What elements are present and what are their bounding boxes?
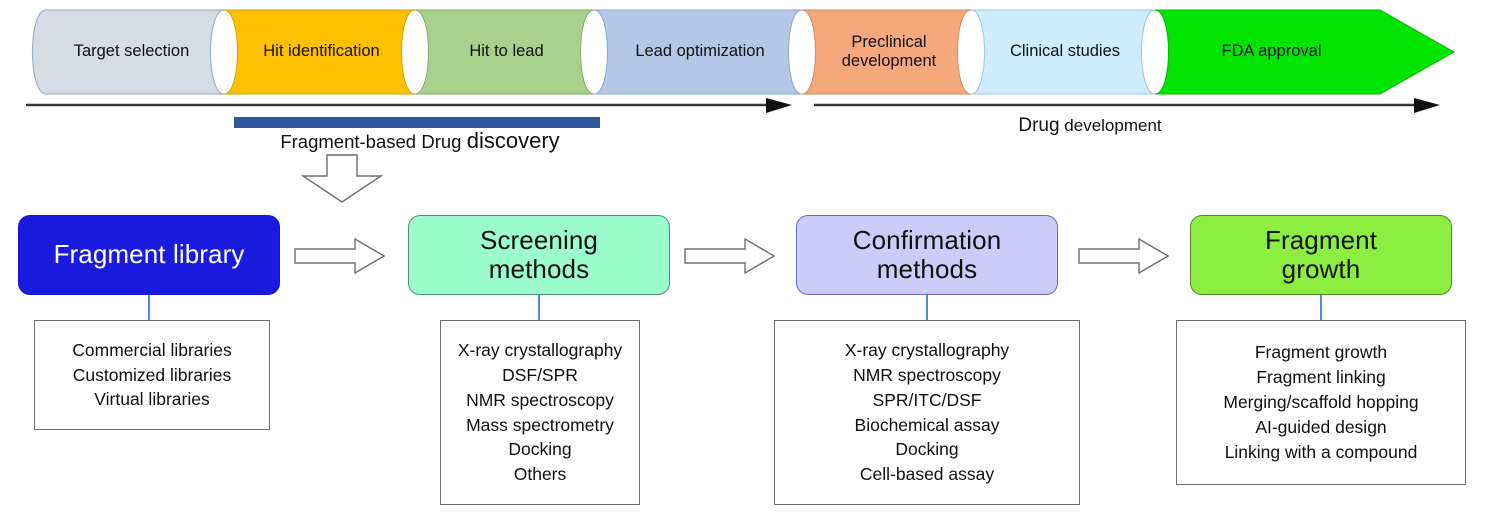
node-fragment-growth-title-line2: growth — [1281, 254, 1361, 284]
dd-label-part2: development — [1064, 116, 1162, 135]
stem-fragment-library — [148, 295, 150, 322]
detail-screening-methods: X-ray crystallography DSF/SPR NMR spectr… — [440, 320, 640, 505]
arrow-confirmation-to-growth — [1078, 237, 1170, 275]
list-item: AI-guided design — [1255, 416, 1387, 437]
node-confirmation-methods-title-line1: Confirmation — [852, 224, 1002, 255]
fbdd-label-part1: Fragment-based — [280, 131, 417, 152]
pipeline-segment-fda-approval — [1154, 9, 1456, 95]
list-item: Others — [513, 464, 567, 485]
pipeline-segment-lead-optimization — [593, 9, 803, 95]
list-item: Linking with a compound — [1224, 441, 1418, 462]
pipeline-segment-hit-identification — [223, 9, 416, 95]
list-item: Merging/scaffold hopping — [1223, 392, 1419, 413]
pipeline-segment-clinical-studies — [970, 9, 1156, 95]
phase-timeline-arrows — [24, 96, 1464, 122]
dd-label-part1: Drug — [1018, 115, 1060, 136]
fragment-based-drug-discovery-bar — [234, 117, 600, 128]
stem-screening-methods — [538, 295, 540, 322]
pipeline-segment-target-selection — [32, 9, 225, 95]
node-confirmation-methods-title-line2: methods — [876, 254, 978, 284]
node-screening-methods[interactable]: Screening methods — [408, 215, 670, 295]
stem-fragment-growth — [1320, 295, 1322, 322]
discovery-phase-arrow — [26, 98, 792, 113]
list-item: Docking — [895, 439, 959, 460]
list-item: X-ray crystallography — [844, 339, 1010, 360]
stem-confirmation-methods — [926, 295, 928, 322]
list-item: X-ray crystallography — [457, 339, 623, 360]
node-screening-methods-title-line1: Screening — [480, 224, 598, 255]
arrow-library-to-screening — [294, 237, 386, 275]
detail-confirmation-methods: X-ray crystallography NMR spectroscopy S… — [774, 320, 1080, 505]
list-item: Virtual libraries — [94, 389, 210, 410]
fbdd-label-part2: Drug — [421, 131, 462, 152]
list-item: NMR spectroscopy — [853, 364, 1001, 385]
node-confirmation-methods[interactable]: Confirmation methods — [796, 215, 1058, 295]
node-fragment-library[interactable]: Fragment library — [18, 215, 280, 295]
detail-fragment-growth: Fragment growth Fragment linking Merging… — [1176, 320, 1466, 485]
drug-discovery-pipeline-banner: Target selection Hit identification Hit … — [24, 8, 1464, 96]
list-item: Customized libraries — [72, 364, 232, 385]
list-item: Fragment growth — [1254, 342, 1388, 363]
list-item: NMR spectroscopy — [466, 389, 614, 410]
list-item: Fragment linking — [1256, 367, 1386, 388]
list-item: Commercial libraries — [72, 339, 232, 360]
fragment-based-drug-discovery-label: Fragment-based Drug discovery — [150, 128, 690, 154]
pipeline-segment-preclinical-development — [801, 9, 972, 95]
node-screening-methods-title-line2: methods — [488, 254, 590, 284]
list-item: Biochemical assay — [854, 414, 1000, 435]
list-item: Docking — [508, 439, 572, 460]
fbdd-label-part3: discovery — [466, 128, 560, 153]
node-fragment-growth-title-line1: Fragment — [1264, 224, 1378, 255]
development-phase-arrow — [814, 98, 1440, 113]
down-arrow-icon — [296, 154, 388, 204]
list-item: Mass spectrometry — [466, 414, 614, 435]
pipeline-segment-hit-to-lead — [414, 9, 595, 95]
arrow-screening-to-confirmation — [684, 237, 776, 275]
node-fragment-library-title: Fragment library — [53, 239, 245, 270]
list-item: DSF/SPR — [502, 364, 578, 385]
list-item: SPR/ITC/DSF — [872, 389, 982, 410]
drug-development-label: Drug development — [880, 115, 1300, 137]
node-fragment-growth[interactable]: Fragment growth — [1190, 215, 1452, 295]
detail-fragment-library: Commercial libraries Customized librarie… — [34, 320, 270, 430]
list-item: Cell-based assay — [859, 464, 995, 485]
